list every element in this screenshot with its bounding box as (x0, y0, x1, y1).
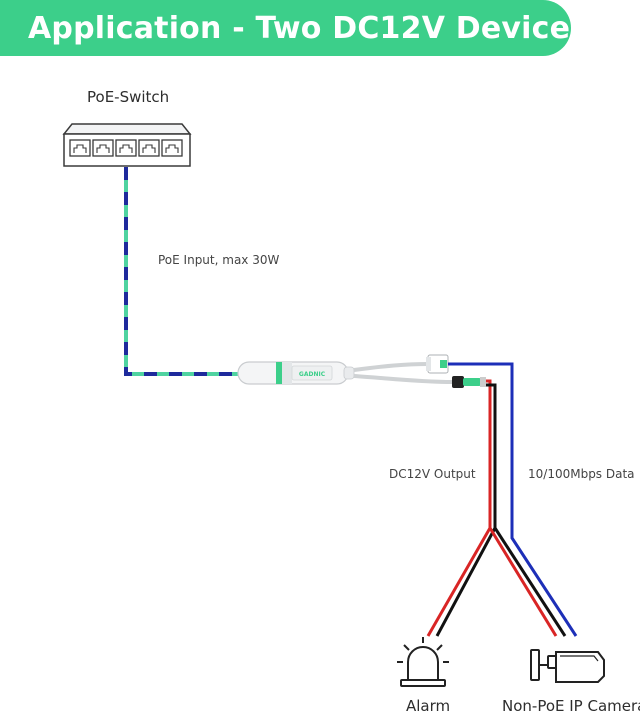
port-icon (115, 139, 137, 157)
port-icon (138, 139, 160, 157)
poe-input-cable (124, 167, 240, 376)
poe-switch (62, 123, 192, 167)
ethernet-ports (69, 139, 183, 157)
port-icon (161, 139, 183, 157)
port-icon (92, 139, 114, 157)
poe-splitter: GADNIC (237, 354, 486, 388)
dc-output-label: DC12V Output (389, 467, 476, 481)
camera-label: Non-PoE IP Camera (502, 697, 640, 715)
splitter-brand-text: GADNIC (299, 371, 326, 378)
port-icon (69, 139, 91, 157)
dc-power-cable (426, 379, 567, 637)
page-title: Application - Two DC12V Devices (28, 10, 589, 46)
title-banner: Application - Two DC12V Devices (0, 0, 588, 56)
data-cable (448, 362, 578, 637)
alarm-icon (397, 637, 449, 687)
camera-icon (530, 649, 605, 683)
switch-label: PoE-Switch (87, 88, 170, 106)
poe-input-label: PoE Input, max 30W (158, 253, 280, 267)
data-label: 10/100Mbps Data (528, 467, 635, 481)
alarm-label: Alarm (406, 697, 451, 715)
